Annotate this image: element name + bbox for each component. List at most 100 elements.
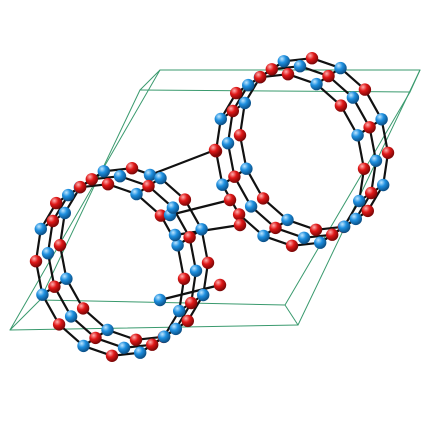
blue-atom <box>244 200 258 213</box>
red-atom <box>256 192 270 205</box>
red-atom <box>129 333 143 346</box>
red-atom <box>154 209 168 222</box>
blue-atom <box>113 170 127 183</box>
red-atom <box>183 231 196 244</box>
atom-layer <box>29 52 395 362</box>
blue-atom <box>61 188 75 202</box>
red-atom <box>322 69 335 83</box>
blue-atom <box>375 113 388 126</box>
blue-atom <box>64 310 78 323</box>
red-atom <box>309 223 323 236</box>
red-atom <box>381 146 395 159</box>
red-atom <box>178 193 192 206</box>
blue-atom <box>134 346 147 359</box>
blue-atom <box>197 288 210 302</box>
blue-atom <box>277 55 290 68</box>
red-atom <box>281 68 295 81</box>
red-atom <box>146 338 159 351</box>
blue-atom <box>169 322 182 336</box>
unit-cell-edge <box>284 91 411 306</box>
red-atom <box>305 52 319 65</box>
red-atom <box>213 278 227 292</box>
blue-atom <box>351 129 364 142</box>
red-atom <box>358 83 372 96</box>
bond <box>158 283 222 302</box>
blue-atom <box>158 330 171 343</box>
blue-atom <box>58 206 71 220</box>
blue-atom <box>334 61 347 75</box>
red-atom <box>177 272 191 285</box>
red-atom <box>208 143 222 157</box>
bond <box>168 198 232 217</box>
bond-network <box>34 57 390 357</box>
red-atom <box>363 121 376 134</box>
red-atom <box>50 196 63 210</box>
blue-atom <box>154 171 167 185</box>
bond <box>148 148 217 177</box>
red-atom <box>233 129 247 142</box>
blue-atom <box>97 165 111 178</box>
unit-cell-edge <box>9 69 161 331</box>
red-atom <box>74 180 87 194</box>
red-atom <box>89 331 102 345</box>
red-atom <box>185 296 198 310</box>
red-atom <box>254 70 267 84</box>
blue-atom <box>195 223 208 236</box>
blue-atom <box>60 272 73 285</box>
red-atom <box>53 239 67 252</box>
red-atom <box>125 162 139 175</box>
blue-atom <box>168 228 182 242</box>
blue-atom <box>238 96 251 110</box>
unit-cell-edge <box>9 299 41 331</box>
blue-atom <box>377 178 390 192</box>
blue-atom <box>171 239 184 252</box>
blue-atom <box>173 304 186 318</box>
blue-atom <box>349 212 362 226</box>
blue-atom <box>221 137 235 150</box>
blue-atom <box>36 288 49 301</box>
red-atom <box>285 239 299 252</box>
red-atom <box>228 170 241 183</box>
blue-atom <box>41 247 55 260</box>
blue-atom <box>153 293 167 307</box>
blue-atom <box>314 236 327 249</box>
blue-atom <box>77 339 90 353</box>
blue-atom <box>189 264 203 277</box>
blue-atom <box>216 178 229 191</box>
blue-atom <box>338 220 351 233</box>
red-atom <box>230 86 243 100</box>
red-atom <box>85 173 99 186</box>
blue-atom <box>369 154 383 167</box>
red-atom <box>265 63 278 76</box>
blue-atom <box>242 78 255 92</box>
blue-atom <box>214 112 227 126</box>
red-atom <box>223 193 237 207</box>
red-atom <box>181 314 194 328</box>
blue-atom <box>117 341 131 354</box>
blue-atom <box>293 59 307 73</box>
blue-atom <box>143 168 157 182</box>
red-atom <box>46 214 59 228</box>
unit-cell-edge <box>284 304 299 326</box>
unit-cell-edge <box>139 69 161 91</box>
blue-atom <box>310 77 323 91</box>
red-atom <box>361 204 374 218</box>
blue-atom <box>130 187 143 201</box>
red-atom <box>326 228 339 241</box>
blue-atom <box>240 162 253 175</box>
red-atom <box>29 255 43 268</box>
unit-cell-edge <box>409 69 421 93</box>
blue-atom <box>34 222 47 236</box>
red-atom <box>357 162 371 175</box>
blue-atom <box>281 213 294 227</box>
unit-cell-edge <box>39 89 141 301</box>
red-atom <box>48 280 61 293</box>
blue-atom <box>353 194 366 208</box>
blue-atom <box>257 229 270 243</box>
red-atom <box>269 221 282 235</box>
red-atom <box>105 349 119 362</box>
red-atom <box>334 99 348 112</box>
red-atom <box>142 179 155 193</box>
blue-atom <box>166 201 180 214</box>
